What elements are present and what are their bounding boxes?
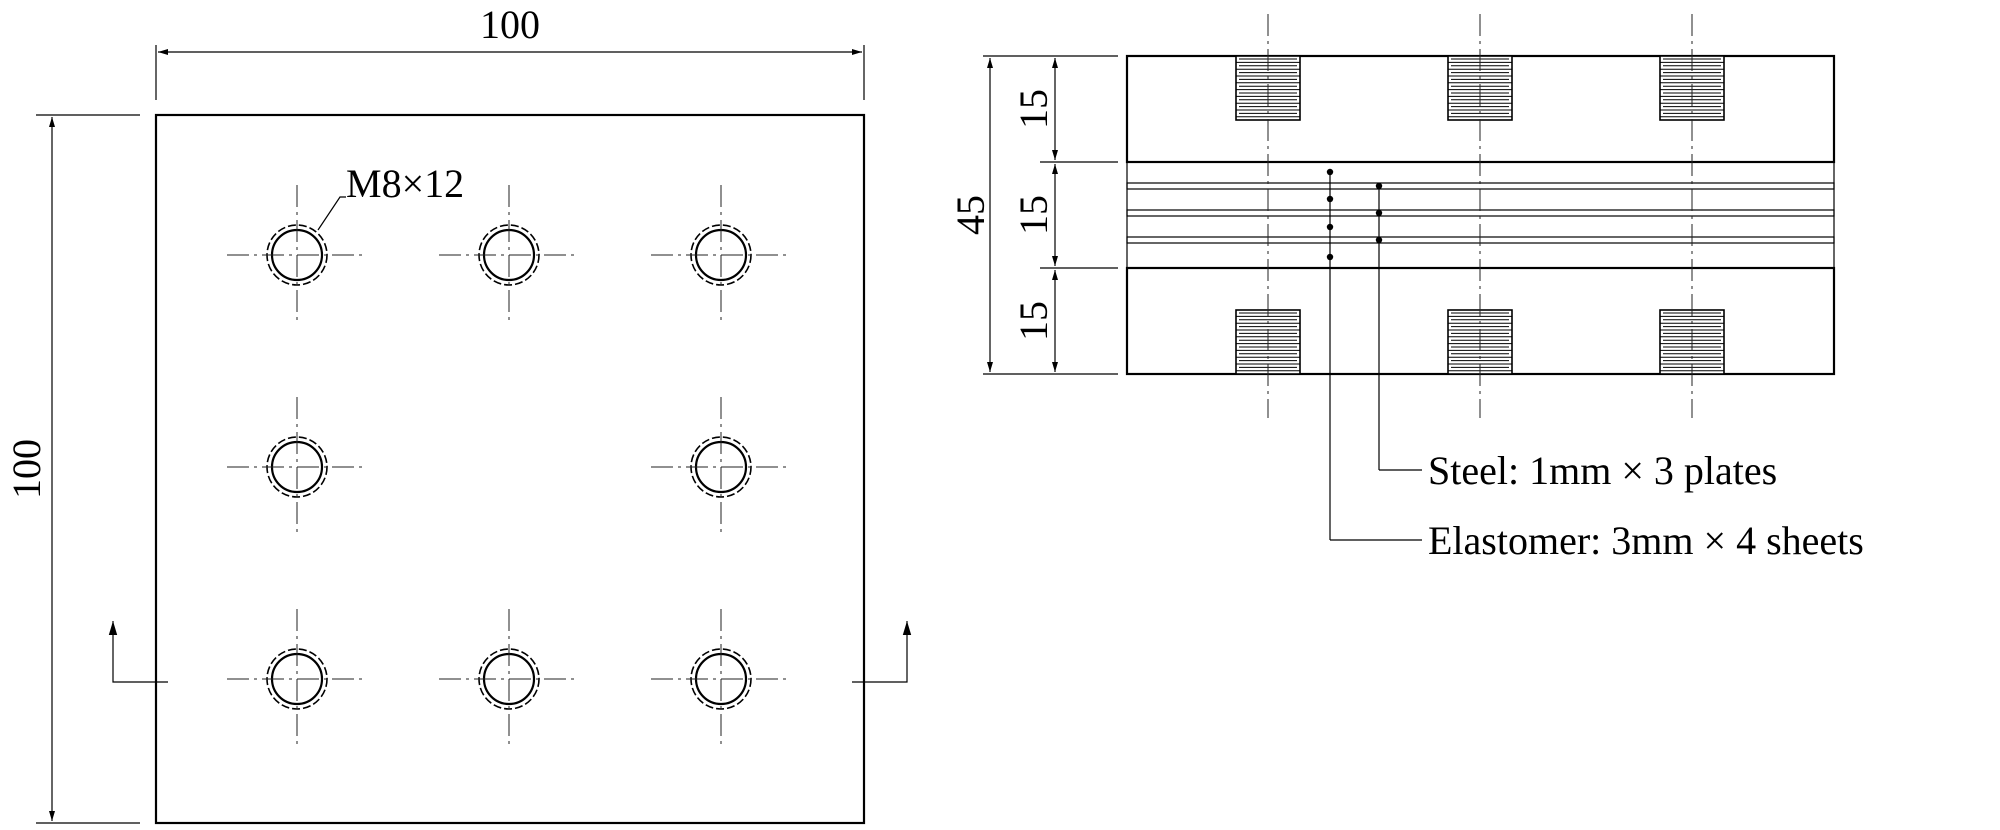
steel-leader	[1375, 182, 1422, 471]
total-height-label: 45	[948, 195, 993, 235]
thread-label: M8×12	[346, 161, 464, 206]
section-view: 45 15 15 15 Steel: 1mm × 3 plates Elasto…	[948, 14, 1864, 563]
bolt-hole	[227, 397, 367, 537]
bolt-hole	[651, 609, 791, 749]
plate-outline	[154, 113, 866, 825]
steel-callout: Steel: 1mm × 3 plates	[1428, 448, 1777, 493]
bolt-hole	[439, 185, 579, 325]
section-arrow-left	[108, 621, 168, 683]
layer-top-label: 15	[1011, 89, 1056, 129]
height-dimension-label: 100	[4, 439, 49, 499]
bolt-holes	[227, 185, 791, 749]
layer-bottom-label: 15	[1011, 301, 1056, 341]
bolt-hole	[439, 609, 579, 749]
threaded-holes	[1235, 55, 1725, 375]
elastomer-callout: Elastomer: 3mm × 4 sheets	[1428, 518, 1864, 563]
elastomer-leader	[1326, 168, 1422, 541]
bolt-hole	[651, 185, 791, 325]
bolt-hole	[227, 185, 367, 325]
layer-mid-label: 15	[1011, 195, 1056, 235]
thread-leader	[317, 196, 346, 231]
plan-view: 100 100 M8×12	[4, 2, 912, 825]
bolt-hole	[651, 397, 791, 537]
section-arrow-right	[852, 621, 912, 683]
width-dimension-label: 100	[480, 2, 540, 47]
bolt-hole	[227, 609, 367, 749]
